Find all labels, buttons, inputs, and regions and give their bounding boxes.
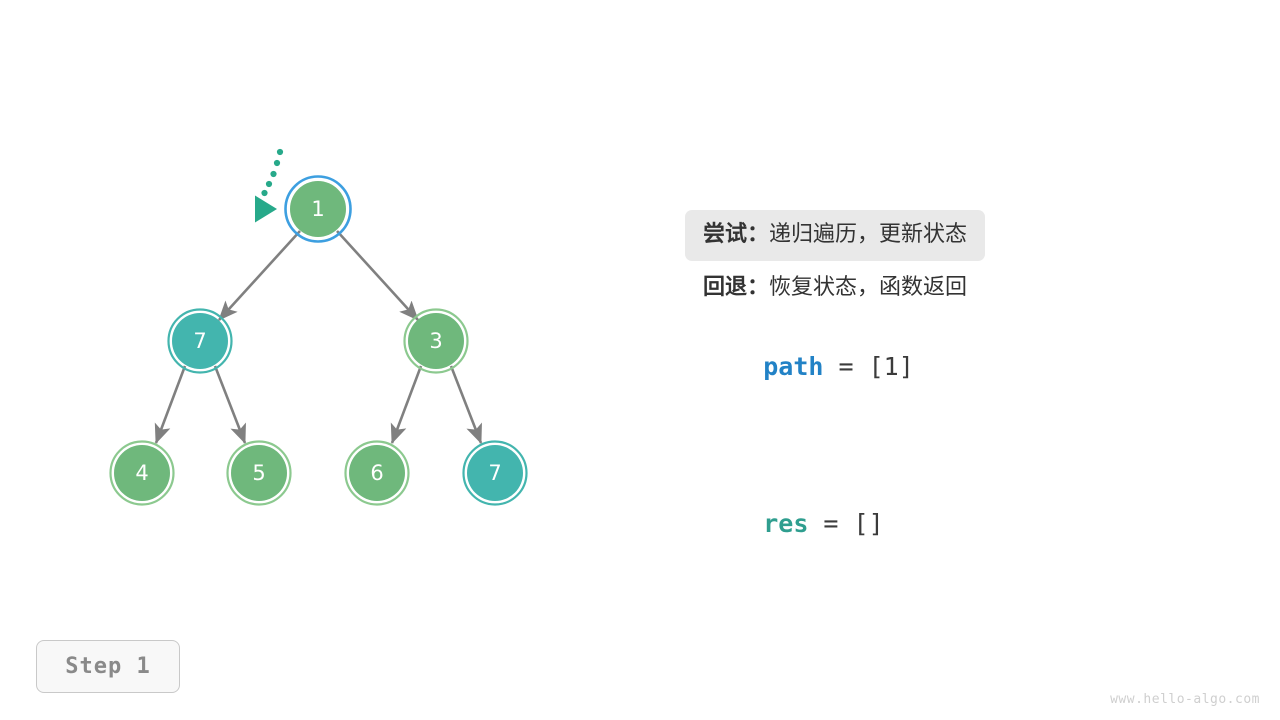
info-panel: 尝试：递归遍历，更新状态 回退：恢复状态，函数返回 path = [1] res…: [685, 210, 1245, 561]
tree-node-5[interactable]: 5: [226, 440, 292, 506]
try-line-keyword: 尝试：: [703, 222, 770, 247]
edge-1-to-3: [336, 230, 419, 321]
res-variable-name: res: [763, 509, 809, 538]
tree-node-7-left-label: 7: [193, 329, 206, 353]
tree-node-1[interactable]: 1: [284, 175, 352, 243]
backtrack-line: 回退：恢复状态，函数返回: [685, 261, 1245, 299]
traversal-pointer-icon: [255, 148, 284, 223]
tree-node-3[interactable]: 3: [403, 308, 469, 374]
tree-node-7-left[interactable]: 7: [167, 308, 233, 374]
path-variable-name: path: [763, 352, 824, 381]
res-variable-value: []: [853, 509, 884, 538]
tree-node-6[interactable]: 6: [344, 440, 410, 506]
watermark: www.hello-algo.com: [1110, 692, 1260, 707]
binary-tree-diagram: 1 7 3 4 5: [109, 148, 528, 506]
tree-node-4-label: 4: [135, 461, 148, 485]
try-line: 尝试：递归遍历，更新状态: [685, 210, 986, 261]
tree-edges: [154, 230, 483, 444]
edge-3-to-7: [449, 365, 483, 444]
tree-nodes: 1 7 3 4 5: [109, 175, 528, 506]
try-line-text: 递归遍历，更新状态: [769, 222, 968, 247]
backtrack-line-keyword: 回退：: [703, 275, 770, 300]
res-equals-sign: =: [808, 509, 854, 538]
backtrack-line-text: 恢复状态，函数返回: [769, 275, 968, 300]
res-variable-row: res = []: [685, 404, 1245, 561]
edge-7-to-5: [213, 365, 247, 444]
tree-node-4[interactable]: 4: [109, 440, 175, 506]
tree-node-1-label: 1: [311, 197, 324, 221]
watermark-text: www.hello-algo.com: [1110, 692, 1260, 707]
edge-1-to-7: [218, 230, 301, 321]
path-variable-row: path = [1]: [685, 299, 1245, 404]
tree-node-7-right[interactable]: 7: [462, 440, 528, 506]
path-variable-value: [1]: [868, 352, 914, 381]
step-badge: Step 1: [36, 640, 180, 693]
step-badge-label: Step 1: [65, 654, 151, 679]
edge-3-to-6: [390, 365, 423, 444]
path-equals-sign: =: [823, 352, 869, 381]
tree-node-3-label: 3: [429, 329, 442, 353]
tree-node-6-label: 6: [370, 461, 383, 485]
edge-7-to-4: [154, 365, 187, 444]
tree-svg: 1 7 3 4 5: [109, 148, 528, 506]
tree-node-5-label: 5: [252, 461, 265, 485]
tree-node-7-right-label: 7: [488, 461, 501, 485]
